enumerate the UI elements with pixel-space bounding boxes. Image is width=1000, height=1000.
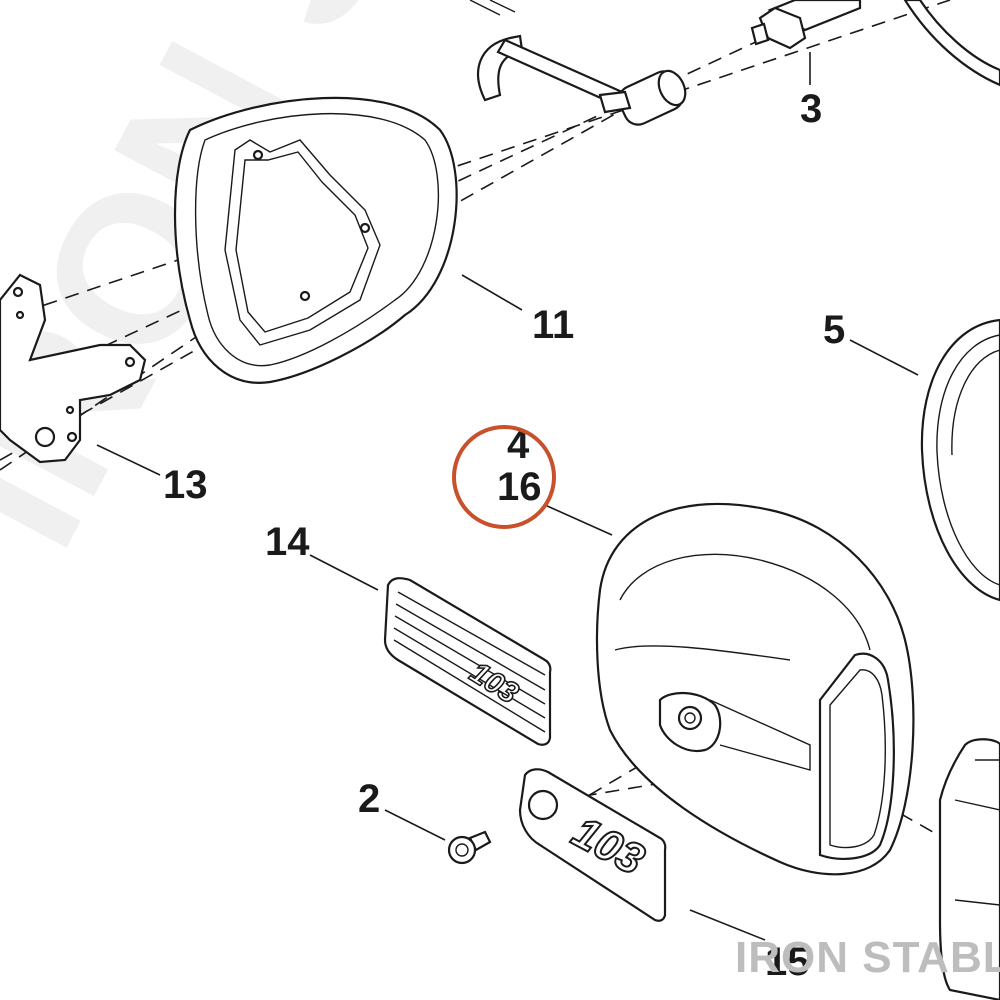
trim-insert-part-14: 103 (383, 577, 552, 746)
bolt-part-3 (750, 0, 862, 50)
air-cleaner-cover (595, 502, 915, 876)
callout-16: 16 (497, 465, 542, 509)
leader-lines (96, 52, 919, 941)
filter-element-part-5 (920, 318, 1000, 602)
filter-housing-part-11 (173, 96, 458, 384)
breather-tube-assembly (469, 0, 687, 126)
gasket-part-bottom-right (938, 738, 1000, 1000)
screw-part-2 (447, 830, 492, 865)
callout-14: 14 (265, 520, 310, 564)
callout-3: 3 (800, 87, 822, 131)
callout-4: 4 (507, 423, 530, 467)
callout-2: 2 (358, 777, 380, 821)
round-cover-top-right (903, 0, 1000, 87)
callout-labels: 3 11 5 4 16 13 14 2 15 (163, 87, 845, 984)
watermark-text: IRON STABLE (735, 933, 1000, 982)
bracket-part-13 (0, 273, 147, 464)
highlight-circle (452, 425, 556, 529)
callout-11: 11 (532, 303, 574, 347)
callout-13: 13 (163, 463, 208, 507)
emblem-plate-part-15: 103 (518, 768, 667, 922)
callout-5: 5 (823, 308, 845, 352)
callout-15: 15 (765, 940, 810, 984)
